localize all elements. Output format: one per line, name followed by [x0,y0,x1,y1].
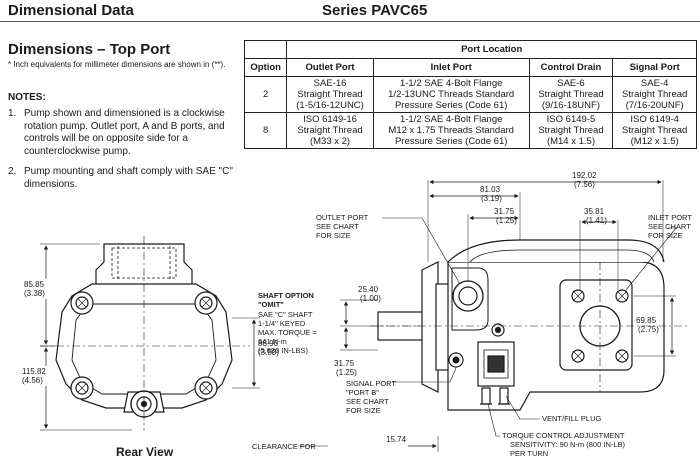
rear-view-drawing [40,236,260,431]
dim-25-40: 25.40 [358,285,379,294]
shaft-option-title: SHAFT OPTION [258,291,314,300]
dim-81-03: 81.03 [480,185,501,194]
port-location-table: Port Location Option Outlet Port Inlet P… [243,40,697,149]
shaft-option-text: MAX. TORQUE = [258,328,317,337]
shaft-option-text: (5,680 IN-LBS) [258,346,309,355]
clearance-label: CLEARANCE FOR [252,442,316,451]
dim-25-40-inch: (1.00) [360,294,381,303]
shaft-option-text: 641 N-m [258,337,287,346]
dim-115-82-inch: (4.56) [22,376,43,385]
header-title-left: Dimensional Data [8,2,134,19]
dim-31-75-top: 31.75 [494,207,515,216]
outlet-port-label: SEE CHART [316,222,359,231]
section-title: Dimensions – Top Port [8,41,171,58]
shaft-option-text: SAE "C" SHAFT [258,310,313,319]
dim-192-02-inch: (7.56) [574,180,595,189]
dim-85-85: 85.85 [24,280,45,289]
header-rule [0,21,700,22]
header-series: Series PAVC65 [322,2,428,19]
torque-control-label: PER TURN [510,449,548,458]
vent-fill-plug-label: VENT/FILL PLUG [542,414,601,423]
inlet-port-label: SEE CHART [648,222,691,231]
note-number: 1. [8,108,17,119]
inlet-port-label: FOR SIZE [648,231,683,240]
dim-81-03-inch: (3.19) [481,194,502,203]
dim-69-85-inch: (2.75) [638,325,659,334]
rear-view-title: Rear View [116,445,174,459]
outlet-port-label: FOR SIZE [316,231,351,240]
side-view-drawing [298,179,690,452]
note-item: 2. Pump mounting and shaft comply with S… [8,166,242,191]
cell-option: 8 [243,112,288,149]
shaft-option-title: "OMIT" [258,300,284,309]
signal-port-label: "PORT B" [346,388,379,397]
notes-list: 1. Pump shown and dimensioned is a clock… [8,108,242,199]
dim-88-90-inch: (3.50) [258,348,279,357]
dim-31-75-low-inch: (1.25) [336,368,357,377]
signal-port-label: SIGNAL PORT [346,379,396,388]
dim-15-74: 15.74 [386,435,407,444]
dim-35-81-inch: (1.41) [586,216,607,225]
note-number: 2. [8,166,17,177]
torque-control-label: SENSITIVITY: 90 N-m (800 IN-LB) [510,440,626,449]
note-text: Pump shown and dimensioned is a clockwis… [24,108,225,157]
dim-192-02: 192.02 [572,171,597,180]
dim-69-85: 69.85 [636,316,657,325]
torque-control-label: TORQUE CONTROL ADJUSTMENT [502,431,625,440]
dim-115-82: 115.82 [22,367,46,376]
note-text: Pump mounting and shaft comply with SAE … [24,166,233,190]
notes-title: NOTES: [8,92,46,103]
inch-footnote: * Inch equivalents for millimeter dimens… [8,60,226,69]
signal-port-label: SEE CHART [346,397,389,406]
dim-88-90: 88.90 [258,339,279,348]
note-item: 1. Pump shown and dimensioned is a clock… [8,108,242,158]
inlet-port-label: INLET PORT [648,213,692,222]
outlet-port-label: OUTLET PORT [316,213,369,222]
dim-31-75-low: 31.75 [334,359,355,368]
signal-port-label: FOR SIZE [346,406,381,415]
dim-35-81: 35.81 [584,207,605,216]
dim-85-85-inch: (3.38) [24,289,45,298]
table-header-row: Option Outlet Port Inlet Port Control Dr… [243,58,697,77]
shaft-option-text: 1-1/4" KEYED [258,319,306,328]
dim-31-75-top-inch: (1.25) [496,216,517,225]
